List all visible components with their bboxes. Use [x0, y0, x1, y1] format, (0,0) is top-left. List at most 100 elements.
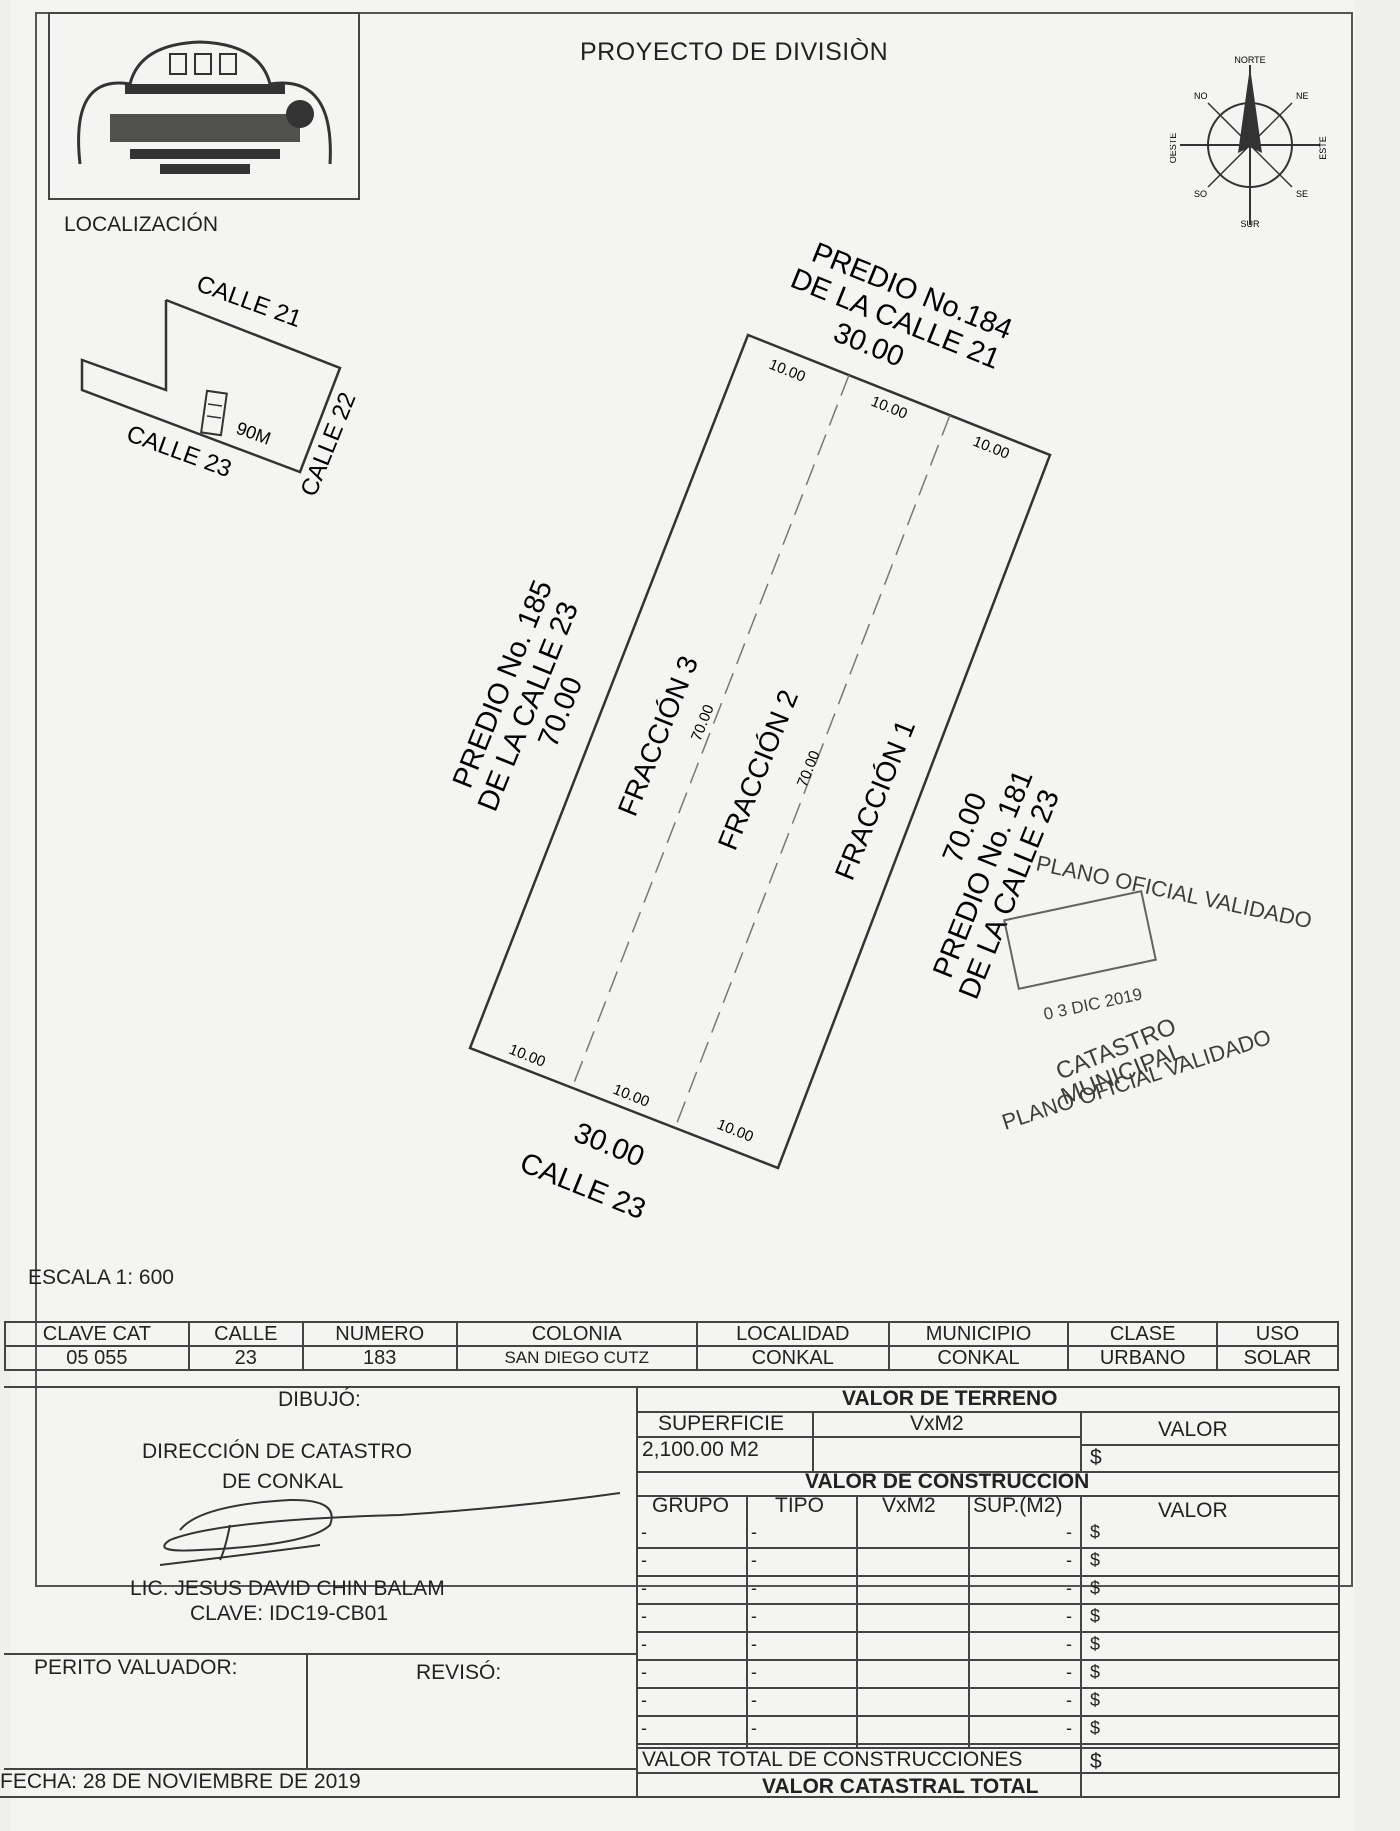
divider: [1080, 1495, 1082, 1796]
construction-sup-cell: -: [1066, 1522, 1072, 1542]
compass-sw: SO: [1194, 189, 1207, 199]
construction-tipo-cell: -: [751, 1634, 757, 1654]
construction-grupo-cell: -: [641, 1662, 647, 1682]
value-uso: SOLAR: [1215, 1345, 1340, 1371]
drawn-by-org-line1: DIRECCIÓN DE CATASTRO: [142, 1440, 412, 1463]
property-table: CLAVE CAT CALLE NUMERO COLONIA LOCALIDAD…: [4, 1321, 1340, 1371]
divider: [4, 1653, 636, 1655]
value-colonia: SAN DIEGO CUTZ: [455, 1345, 698, 1371]
construction-tipo-cell: -: [751, 1550, 757, 1570]
value-municipio: CONKAL: [887, 1345, 1070, 1371]
construction-valor-cell: $: [1090, 1718, 1101, 1738]
construction-row-line: [636, 1743, 1338, 1745]
divider: [636, 1436, 1080, 1438]
perito-label: PERITO VALUADOR:: [34, 1656, 238, 1679]
construction-row-line: [636, 1547, 1338, 1549]
construction-grupo-cell: -: [641, 1578, 647, 1598]
fraction-2-label: FRACCIÓN 2: [712, 685, 804, 854]
divider: [636, 1386, 1338, 1388]
header-clase: CLASE: [1067, 1321, 1218, 1347]
construction-row-line: [636, 1575, 1338, 1577]
drawing-frame: [35, 12, 1353, 1587]
localization-label: LOCALIZACIÓN: [64, 213, 219, 236]
construction-header-sup: SUP.(M2): [973, 1494, 1063, 1517]
construction-header-valor: VALOR: [1158, 1499, 1228, 1522]
header-numero: NUMERO: [301, 1321, 458, 1347]
construction-sup-cell: -: [1066, 1550, 1072, 1570]
segment-bottom-1: 10.00: [507, 1041, 548, 1071]
logo-box: [48, 12, 360, 200]
construction-tipo-cell: -: [751, 1578, 757, 1598]
stamp-date: 0 3 DIC 2019: [1042, 984, 1144, 1023]
land-header-vxm2: VxM2: [910, 1412, 964, 1435]
construction-tipo-cell: -: [751, 1522, 757, 1542]
plot-drawing: PREDIO No.184 DE LA CALLE 21 30.00 10.00…: [447, 237, 1314, 1226]
stamp-top-text: PLANO OFICIAL VALIDADO: [1034, 850, 1314, 933]
construction-header-vxm2: VxM2: [882, 1494, 936, 1517]
value-clase: URBANO: [1067, 1345, 1218, 1371]
construction-valor-cell: $: [1090, 1550, 1101, 1570]
construction-header-tipo: TIPO: [775, 1494, 825, 1517]
drawn-by-org-line2: DE CONKAL: [222, 1470, 344, 1493]
divider: [636, 1411, 1338, 1413]
construction-row-line: [636, 1687, 1338, 1689]
divider: [4, 1768, 636, 1770]
value-numero: 183: [301, 1345, 458, 1371]
drawn-by-label: DIBUJÓ:: [278, 1388, 361, 1411]
header-municipio: MUNICIPIO: [887, 1321, 1070, 1347]
compass-ne: NE: [1296, 91, 1309, 101]
construction-tipo-cell: -: [751, 1662, 757, 1682]
construction-tipo-cell: -: [751, 1718, 757, 1738]
construction-grupo-cell: -: [641, 1718, 647, 1738]
value-localidad: CONKAL: [695, 1345, 890, 1371]
value-clave-cat: 05 055: [4, 1345, 190, 1371]
document-title: PROYECTO DE DIVISIÒN: [580, 38, 889, 66]
segment-bottom-3: 10.00: [715, 1116, 756, 1146]
fraction-2-length: 70.00: [794, 748, 824, 789]
divider: [636, 1471, 1338, 1473]
location-map: CALLE 21 CALLE 22 CALLE 23 90M: [80, 270, 362, 500]
divider: [636, 1495, 1338, 1497]
property-header-row: CLAVE CAT CALLE NUMERO COLONIA LOCALIDAD…: [4, 1321, 1340, 1347]
official-stamp: PLANO OFICIAL VALIDADO 0 3 DIC 2019 CATA…: [999, 850, 1314, 1134]
compass-se: SE: [1296, 189, 1308, 199]
reviso-label: REVISÓ:: [416, 1661, 502, 1684]
construction-tipo-cell: -: [751, 1606, 757, 1626]
land-value-title: VALOR DE TERRENO: [842, 1387, 1058, 1410]
construction-valor-cell: $: [1090, 1662, 1101, 1682]
construction-sup-cell: -: [1066, 1634, 1072, 1654]
land-superficie-value: 2,100.00 M2: [642, 1438, 759, 1461]
fraction-1-label: FRACCIÓN 1: [829, 715, 921, 884]
compass-west: OESTE: [1170, 133, 1178, 164]
construction-grupo-cell: -: [641, 1690, 647, 1710]
divider: [636, 1386, 638, 1798]
header-uso: USO: [1215, 1321, 1340, 1347]
divider: [968, 1495, 970, 1747]
divider: [856, 1495, 858, 1747]
signature: [159, 1492, 621, 1566]
bottom-length: 30.00: [569, 1117, 648, 1174]
value-calle: 23: [187, 1345, 304, 1371]
divider: [1080, 1411, 1082, 1471]
construction-row-line: [636, 1659, 1338, 1661]
construction-valor-cell: $: [1090, 1578, 1101, 1598]
construction-row-line: [636, 1715, 1338, 1717]
segment-top-1: 10.00: [767, 356, 808, 386]
construction-sup-cell: -: [1066, 1662, 1072, 1682]
construction-value-title: VALOR DE CONSTRUCCION: [805, 1470, 1090, 1493]
construction-tipo-cell: -: [751, 1690, 757, 1710]
conkal-logo: [77, 40, 332, 174]
compass-east: ESTE: [1318, 136, 1328, 160]
construction-row-line: [636, 1631, 1338, 1633]
construction-sup-cell: -: [1066, 1718, 1072, 1738]
cadastral-total-label: VALOR CATASTRAL TOTAL: [762, 1775, 1039, 1798]
construction-sup-cell: -: [1066, 1690, 1072, 1710]
divider: [746, 1495, 748, 1747]
fecha-label: FECHA: 28 DE NOVIEMBRE DE 2019: [0, 1770, 361, 1793]
drawn-by-name: LIC. JESUS DAVID CHIN BALAM: [130, 1577, 445, 1600]
divider: [1338, 1386, 1340, 1798]
header-localidad: LOCALIDAD: [695, 1321, 890, 1347]
land-header-superficie: SUPERFICIE: [658, 1412, 785, 1435]
total-construction-currency: $: [1090, 1750, 1102, 1773]
construction-grupo-cell: -: [641, 1634, 647, 1654]
